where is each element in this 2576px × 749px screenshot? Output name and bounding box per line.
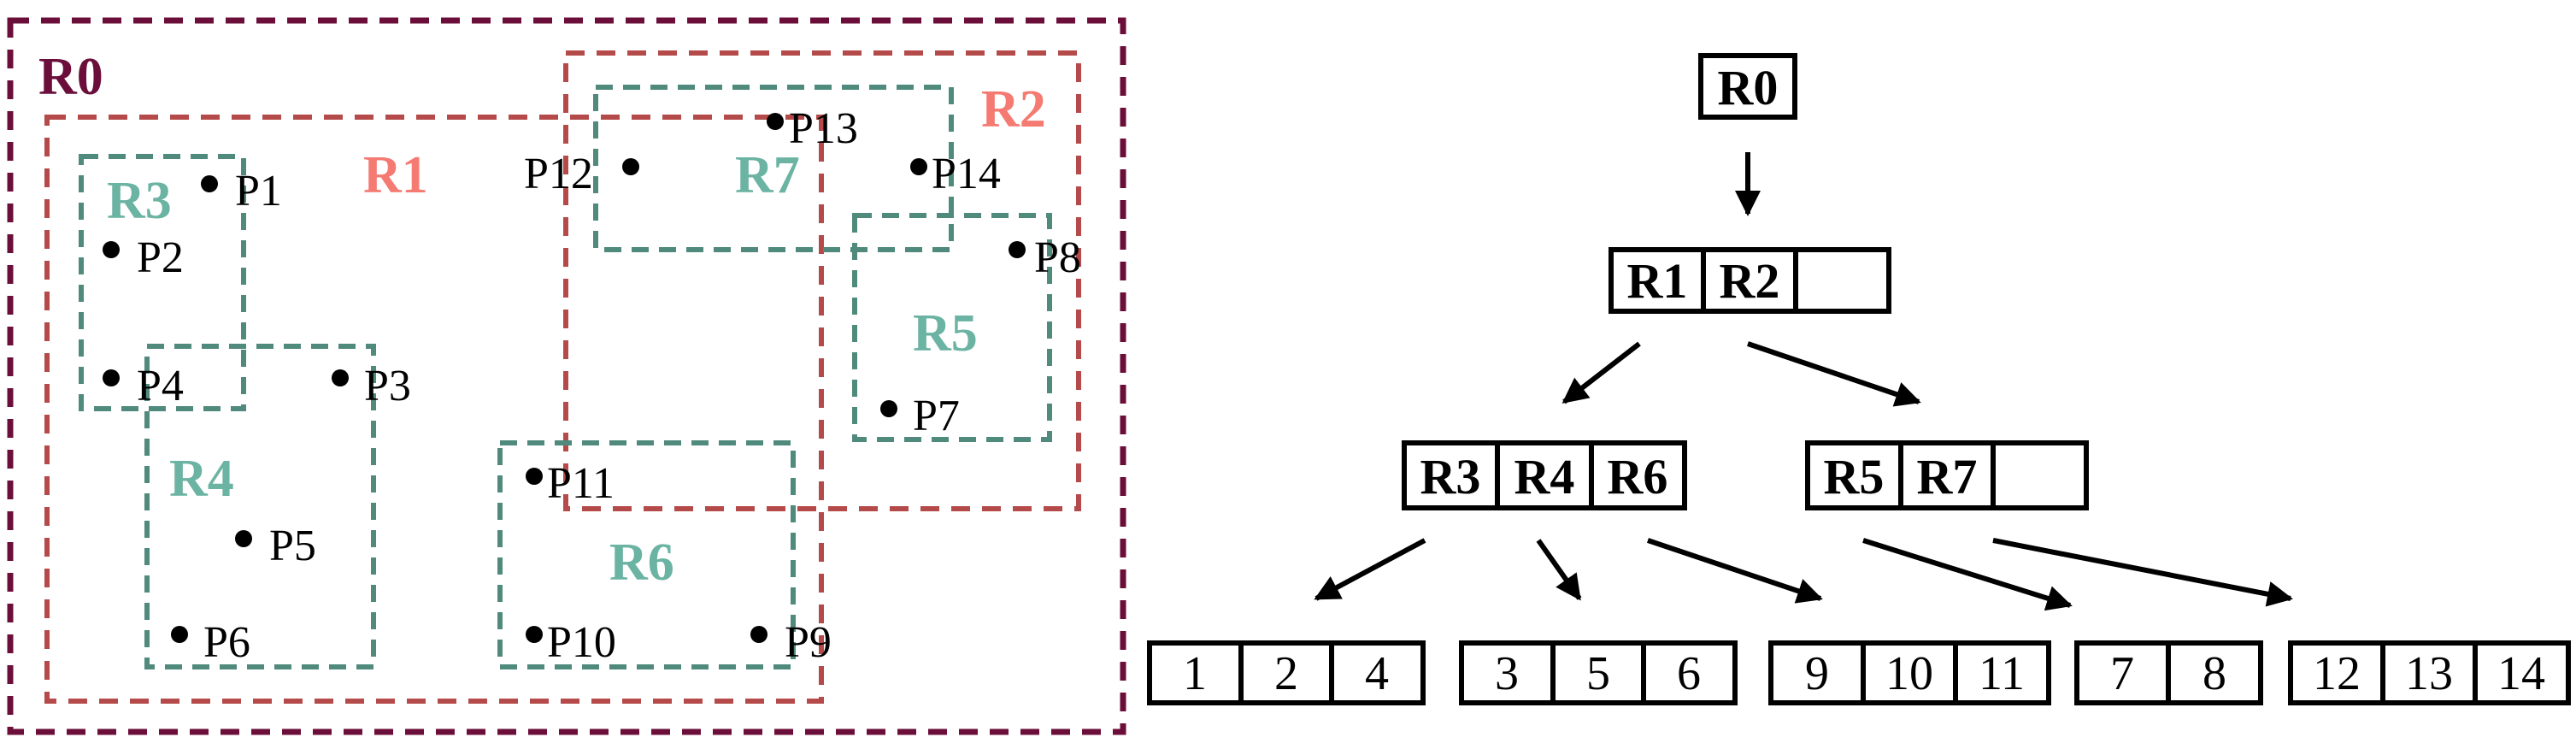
label-r6: R6 [609,534,674,592]
point-label-p10: P10 [547,618,616,667]
point-label-p8: P8 [1034,233,1081,282]
point-dot-p4 [103,369,120,386]
tree-entry-r3: R3 [1420,449,1481,504]
point-label-p6: P6 [203,618,250,667]
mbr-r7 [593,85,954,252]
point-dot-p7 [880,400,897,417]
leaf-entry: 12 [2313,647,2361,700]
point-label-p5: P5 [269,522,316,570]
point-dot-p5 [235,530,252,547]
point-dot-p14 [910,158,927,175]
leaf-entry: 3 [1495,647,1519,700]
tree-arrow [1536,539,1582,601]
point-label-p13: P13 [789,104,858,153]
tree-entry-r5: R5 [1824,449,1885,504]
tree-node-level2-right: R5 R7 [1805,440,2089,510]
tree-entry-r0: R0 [1718,60,1779,115]
point-dot-p3 [332,369,349,386]
mbr-r2 [563,50,1081,511]
label-r1: R1 [363,146,428,204]
rtree-structure: R0 R1 R2 R3 R4 R6 R5 R7 [1147,53,2571,705]
label-r5: R5 [913,304,978,363]
tree-leaf-3: 9 10 11 [1768,640,2051,705]
mbr-r5 [852,213,1052,442]
point-dot-p9 [750,626,768,643]
point-label-p7: P7 [913,392,960,440]
tree-node-root: R0 [1698,53,1797,120]
spatial-diagram: R0 R1 R2 R3 R4 R5 R6 R7 P1 P2 P4 P3 P5 P… [7,17,1126,735]
label-r7: R7 [735,146,800,204]
mbr-r3 [79,154,246,411]
tree-leaf-5: 12 13 14 [2288,640,2571,705]
mbr-r0 [7,17,1126,735]
point-label-p4: P4 [137,362,184,410]
tree-node-level2-left: R3 R4 R6 [1402,440,1687,510]
leaf-entry: 5 [1586,647,1610,700]
leaf-entry: 7 [2110,647,2134,700]
point-dot-p2 [103,241,120,258]
label-r2: R2 [981,80,1046,139]
mbr-r1 [44,115,824,704]
leaf-entry: 10 [1885,647,1933,700]
leaf-entry: 9 [1805,647,1829,700]
label-r3: R3 [107,172,172,230]
point-label-p3: P3 [364,362,411,410]
point-dot-p10 [526,626,543,643]
tree-arrow [1862,538,2073,611]
tree-leaf-2: 3 5 6 [1459,640,1738,705]
leaf-entry: 11 [1979,647,2025,700]
mbr-r6 [497,440,796,669]
leaf-entry: 1 [1183,647,1207,700]
point-dot-p6 [171,626,188,643]
leaf-entry: 4 [1365,647,1389,700]
tree-node-level1: R1 R2 [1609,247,1891,314]
point-dot-p12 [622,158,639,175]
point-dot-p8 [1009,241,1026,258]
tree-arrow [1992,538,2293,607]
leaf-entry: 13 [2405,647,2453,700]
label-r0: R0 [38,48,103,106]
point-label-p12: P12 [524,150,593,198]
leaf-entry: 6 [1677,647,1701,700]
tree-entry-r1: R1 [1627,253,1688,309]
tree-entry-r6: R6 [1608,449,1668,504]
point-dot-p13 [767,113,784,130]
tree-arrow [1314,538,1426,601]
mbr-r4 [144,344,376,669]
point-label-p11: P11 [547,459,615,508]
point-label-p2: P2 [137,233,184,282]
tree-entry-r7: R7 [1917,449,1978,504]
tree-leaf-4: 7 8 [2074,640,2263,705]
tree-entry-r4: R4 [1514,449,1575,504]
point-label-p14: P14 [932,150,1001,198]
point-label-p9: P9 [785,618,832,667]
tree-entry-r2: R2 [1720,253,1780,309]
label-r4: R4 [169,450,234,508]
tree-leaf-1: 1 2 4 [1147,640,1426,705]
tree-arrow [1747,341,1921,407]
tree-arrow [1647,538,1823,604]
tree-arrow [1561,341,1641,404]
point-dot-p1 [201,175,218,192]
leaf-entry: 14 [2497,647,2545,700]
point-dot-p11 [526,468,543,485]
leaf-entry: 8 [2203,647,2226,700]
point-label-p1: P1 [235,167,282,215]
leaf-entry: 2 [1274,647,1298,700]
